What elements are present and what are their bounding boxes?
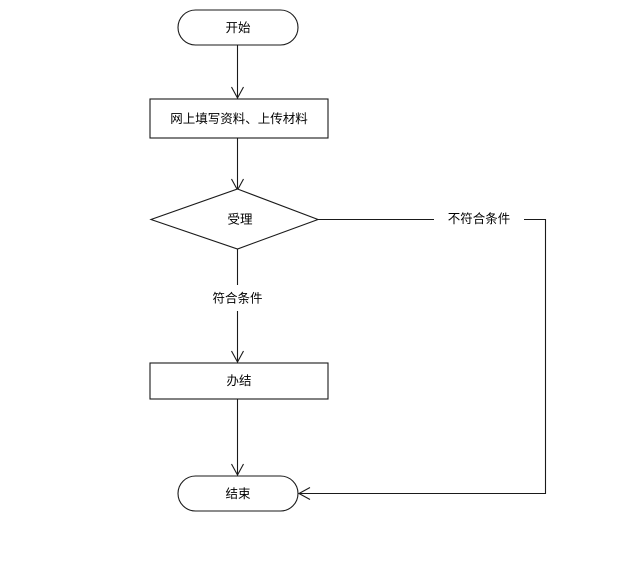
edge-accept-to-end: 不符合条件 (297, 211, 547, 500)
node-finish-label: 办结 (226, 373, 251, 388)
node-submit-materials-label: 网上填写资料、上传材料 (170, 111, 308, 126)
node-accept-decision-shape (149, 188, 320, 250)
node-end-shape (177, 475, 299, 512)
node-start[interactable]: 开始 (177, 9, 299, 46)
node-accept-decision-label: 受理 (227, 212, 253, 227)
node-end[interactable]: 结束 (177, 475, 299, 512)
node-end-label: 结束 (225, 486, 251, 501)
node-finish[interactable]: 办结 (149, 362, 329, 400)
edge-submit-to-accept (231, 138, 244, 192)
node-submit-materials[interactable]: 网上填写资料、上传材料 (149, 98, 329, 139)
node-start-shape (177, 9, 299, 46)
node-submit-materials-shape (149, 98, 329, 139)
edge-accept-to-finish: 符合条件 (212, 248, 263, 364)
node-finish-shape (149, 362, 329, 400)
edge-finish-to-end (231, 399, 244, 477)
edge-start-to-submit (231, 45, 244, 100)
edge-label-not-meets-conditions: 不符合条件 (448, 211, 511, 226)
node-start-label: 开始 (225, 20, 251, 35)
node-accept-decision[interactable]: 受理 (149, 188, 320, 250)
edge-label-meets-conditions: 符合条件 (212, 291, 262, 306)
